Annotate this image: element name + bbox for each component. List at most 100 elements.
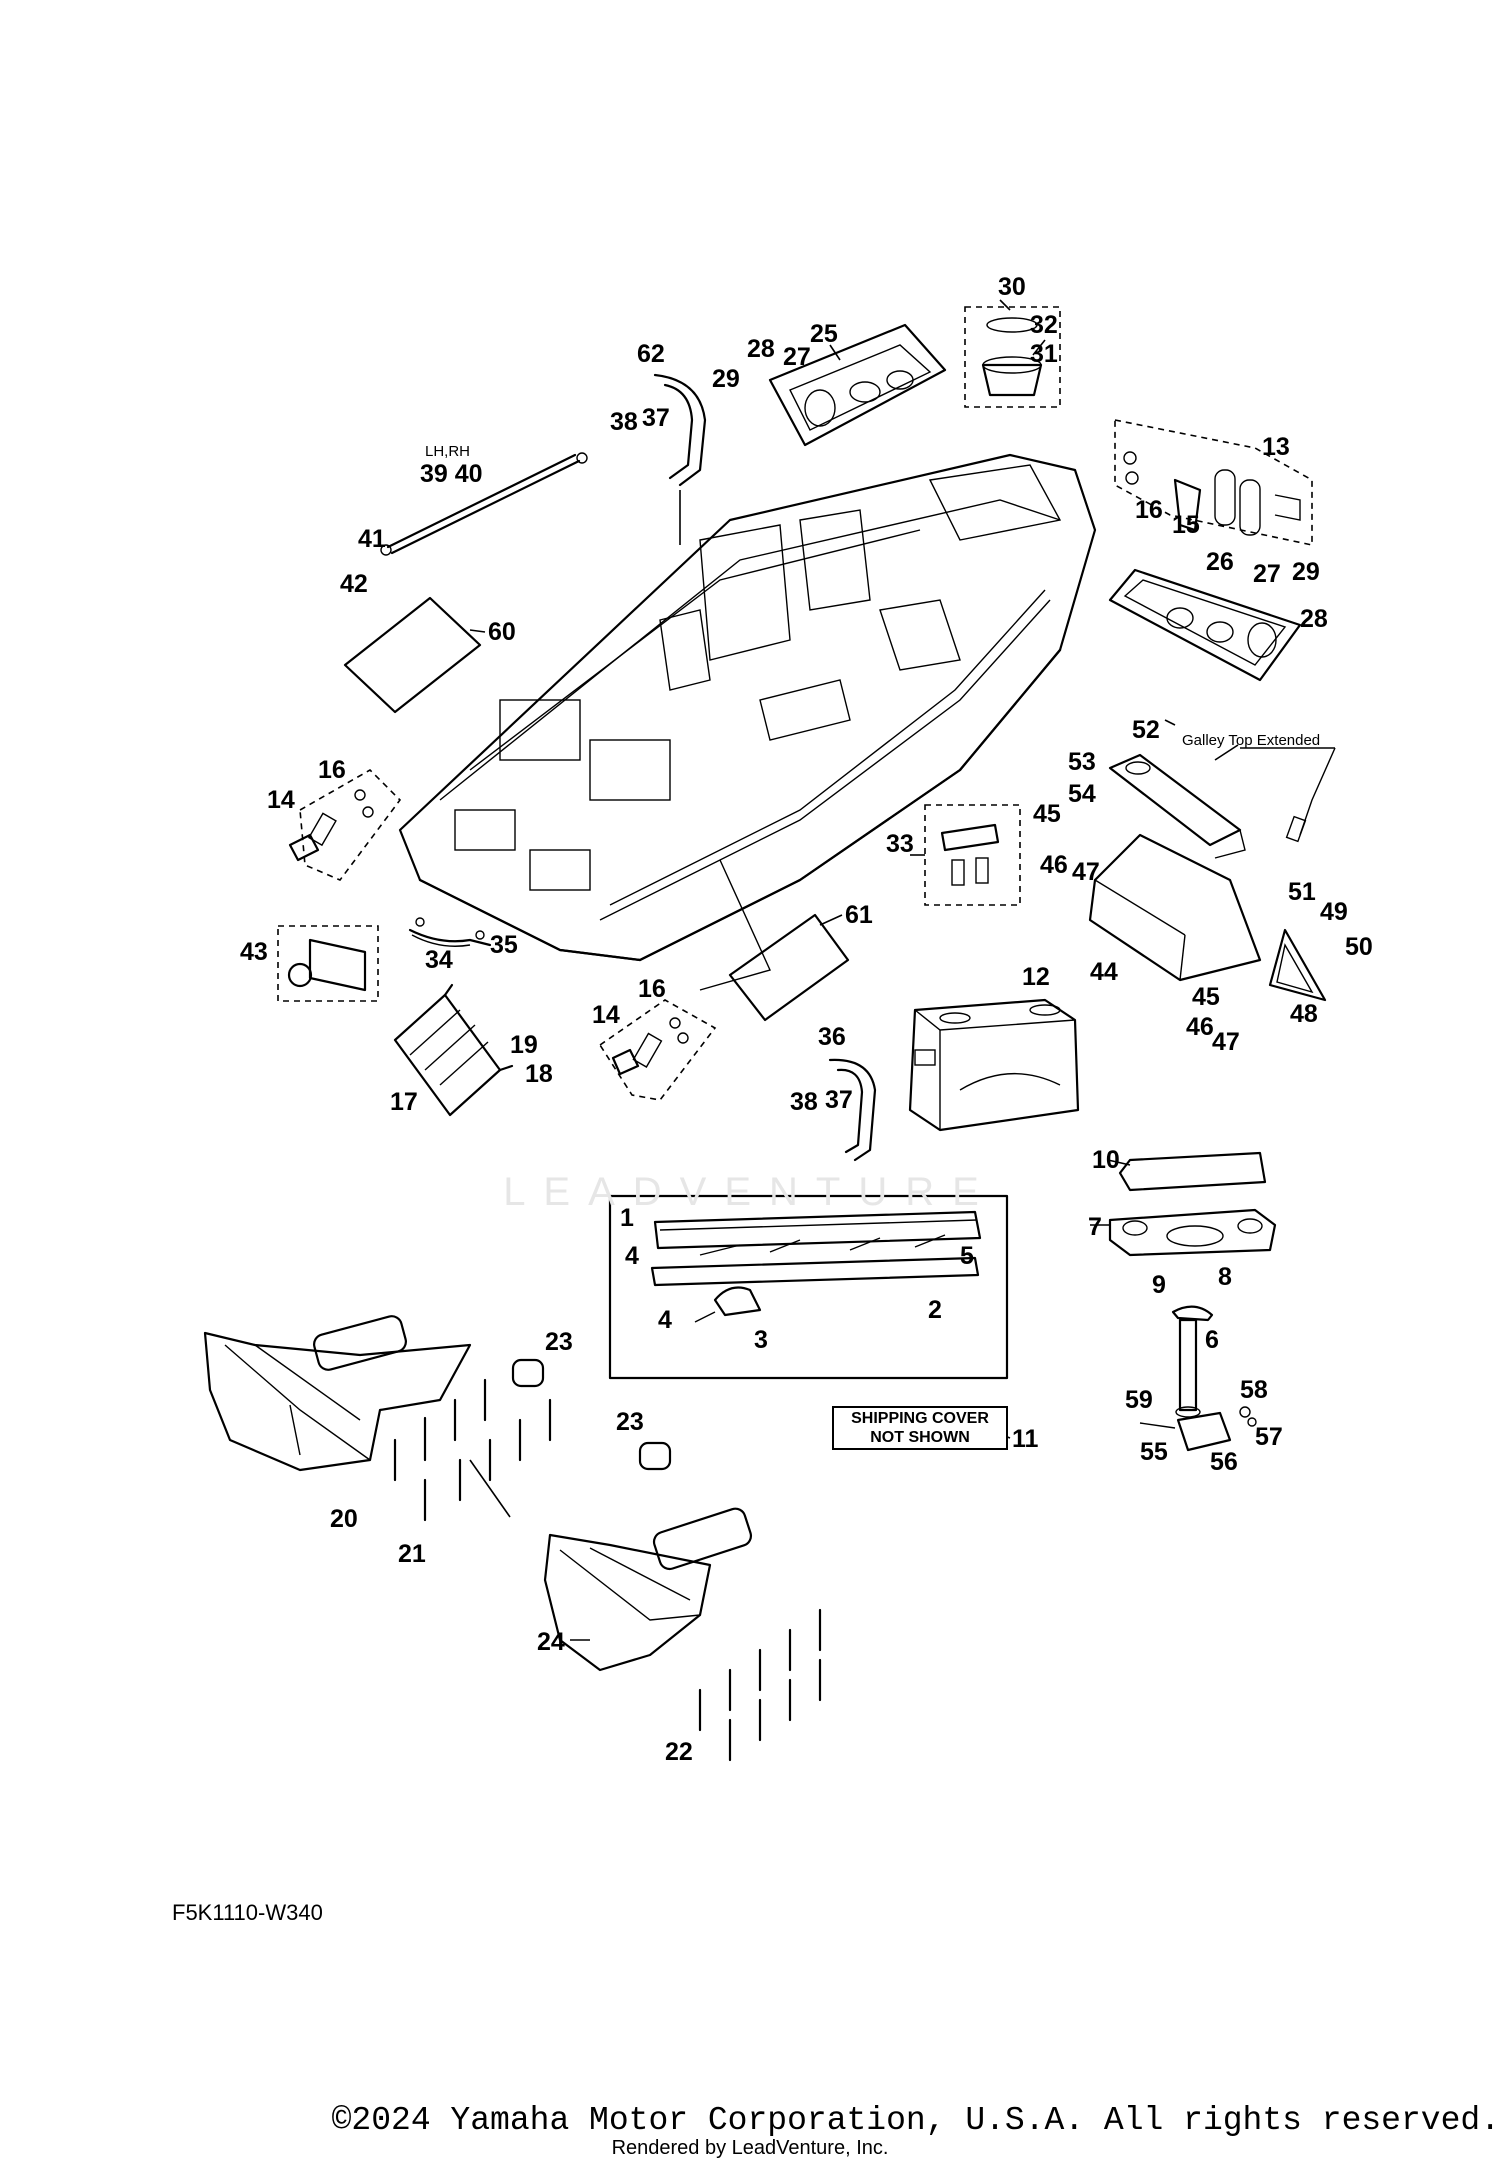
label-20: 20 bbox=[330, 1505, 358, 1533]
label-23a: 23 bbox=[545, 1328, 573, 1356]
latch-14-right bbox=[598, 999, 717, 1101]
rod-39-40 bbox=[380, 452, 588, 556]
trim-tab-24 bbox=[543, 1507, 753, 1672]
label-42: 42 bbox=[340, 570, 368, 598]
bolts-21 bbox=[393, 1378, 552, 1522]
strip-kit-box bbox=[608, 1194, 1009, 1380]
galley-52 bbox=[1108, 753, 1246, 859]
label-52: 52 bbox=[1132, 716, 1160, 744]
label-7: 7 bbox=[1088, 1213, 1102, 1241]
boat-hull bbox=[398, 453, 1097, 991]
trim-tab-20 bbox=[203, 1315, 472, 1472]
label-53: 53 bbox=[1068, 748, 1096, 776]
watermark: LEADVENTURE bbox=[503, 1170, 997, 1214]
label-12: 12 bbox=[1022, 963, 1050, 991]
base-55-56 bbox=[1139, 1406, 1257, 1452]
label-57: 57 bbox=[1255, 1423, 1283, 1451]
label-22: 22 bbox=[665, 1738, 693, 1766]
label-32: 32 bbox=[1030, 311, 1058, 339]
label-28a: 28 bbox=[747, 335, 775, 363]
frame-48 bbox=[1268, 928, 1327, 1002]
label-11: 11 bbox=[1012, 1425, 1039, 1453]
label-4b: 4 bbox=[658, 1306, 672, 1334]
bracket-34-35 bbox=[408, 917, 492, 947]
bolts-22 bbox=[698, 1608, 822, 1762]
label-39-40: 39 40 bbox=[420, 460, 483, 488]
cup-holder-30 bbox=[964, 306, 1061, 408]
label-44: 44 bbox=[1090, 958, 1118, 986]
label-43: 43 bbox=[240, 938, 268, 966]
label-17: 17 bbox=[390, 1088, 418, 1116]
label-48: 48 bbox=[1290, 1000, 1318, 1028]
shipping-note-line1: SHIPPING COVER bbox=[851, 1410, 989, 1427]
mat-61 bbox=[728, 913, 850, 1022]
label-16a: 16 bbox=[1135, 496, 1163, 524]
label-13: 13 bbox=[1262, 433, 1290, 461]
label-61: 61 bbox=[845, 901, 873, 929]
grab-rail-36 bbox=[828, 1058, 877, 1162]
label-47a: 47 bbox=[1072, 858, 1100, 886]
label-29a: 29 bbox=[712, 365, 740, 393]
mat-60 bbox=[343, 596, 482, 714]
label-8: 8 bbox=[1218, 1263, 1232, 1291]
label-1: 1 bbox=[620, 1204, 634, 1232]
label-21: 21 bbox=[398, 1540, 426, 1568]
label-47b: 47 bbox=[1212, 1028, 1240, 1056]
label-46a: 46 bbox=[1040, 851, 1068, 879]
label-3: 3 bbox=[754, 1326, 768, 1354]
label-58: 58 bbox=[1240, 1376, 1268, 1404]
latch-14-left bbox=[288, 769, 402, 881]
label-45b: 45 bbox=[1192, 983, 1220, 1011]
label-37a: 37 bbox=[642, 404, 670, 432]
pedestal-6 bbox=[1171, 1305, 1214, 1418]
label-38a: 38 bbox=[610, 408, 638, 436]
label-14b: 14 bbox=[592, 1001, 620, 1029]
grab-rail-62 bbox=[653, 373, 707, 545]
cleat-33 bbox=[924, 804, 1021, 906]
label-9: 9 bbox=[1152, 1271, 1166, 1299]
galley-note: Galley Top Extended bbox=[1182, 732, 1320, 749]
label-23b: 23 bbox=[616, 1408, 644, 1436]
label-27a: 27 bbox=[783, 343, 811, 371]
part-labels: 1 2 3 4 4 5 6 7 8 9 10 11 12 13 14 14 15… bbox=[240, 273, 1373, 1766]
label-27b: 27 bbox=[1253, 560, 1281, 588]
label-25: 25 bbox=[810, 320, 838, 348]
cooler-12 bbox=[908, 998, 1080, 1132]
label-28b: 28 bbox=[1300, 605, 1328, 633]
label-16b: 16 bbox=[318, 756, 346, 784]
shipping-note-line2: NOT SHOWN bbox=[870, 1429, 970, 1446]
label-41: 41 bbox=[358, 525, 386, 553]
label-35: 35 bbox=[490, 931, 518, 959]
label-6: 6 bbox=[1205, 1326, 1219, 1354]
label-46b: 46 bbox=[1186, 1013, 1214, 1041]
catalog-code: F5K1110-W340 bbox=[172, 1900, 323, 1925]
hinge-13 bbox=[1114, 419, 1313, 546]
panel-7 bbox=[1108, 1208, 1277, 1257]
label-16c: 16 bbox=[638, 975, 666, 1003]
label-14a: 14 bbox=[267, 786, 295, 814]
label-59: 59 bbox=[1125, 1386, 1153, 1414]
label-56: 56 bbox=[1210, 1448, 1238, 1476]
console-26 bbox=[1108, 568, 1302, 682]
label-38b: 38 bbox=[790, 1088, 818, 1116]
console-25 bbox=[768, 323, 947, 447]
label-26: 26 bbox=[1206, 548, 1234, 576]
label-4a: 4 bbox=[625, 1242, 639, 1270]
label-37b: 37 bbox=[825, 1086, 853, 1114]
label-19: 19 bbox=[510, 1031, 538, 1059]
label-36: 36 bbox=[818, 1023, 846, 1051]
label-55: 55 bbox=[1140, 1438, 1168, 1466]
label-51: 51 bbox=[1288, 878, 1316, 906]
label-33: 33 bbox=[886, 830, 914, 858]
label-18: 18 bbox=[525, 1060, 553, 1088]
label-2: 2 bbox=[928, 1296, 942, 1324]
side-note: LH,RH bbox=[425, 443, 470, 460]
leader-lines bbox=[469, 299, 1239, 1641]
bumper-23-a bbox=[511, 1358, 545, 1388]
label-10: 10 bbox=[1092, 1146, 1120, 1174]
label-30: 30 bbox=[998, 273, 1026, 301]
galley-pole bbox=[1240, 747, 1336, 843]
label-50: 50 bbox=[1345, 933, 1373, 961]
panel-10 bbox=[1118, 1151, 1267, 1192]
